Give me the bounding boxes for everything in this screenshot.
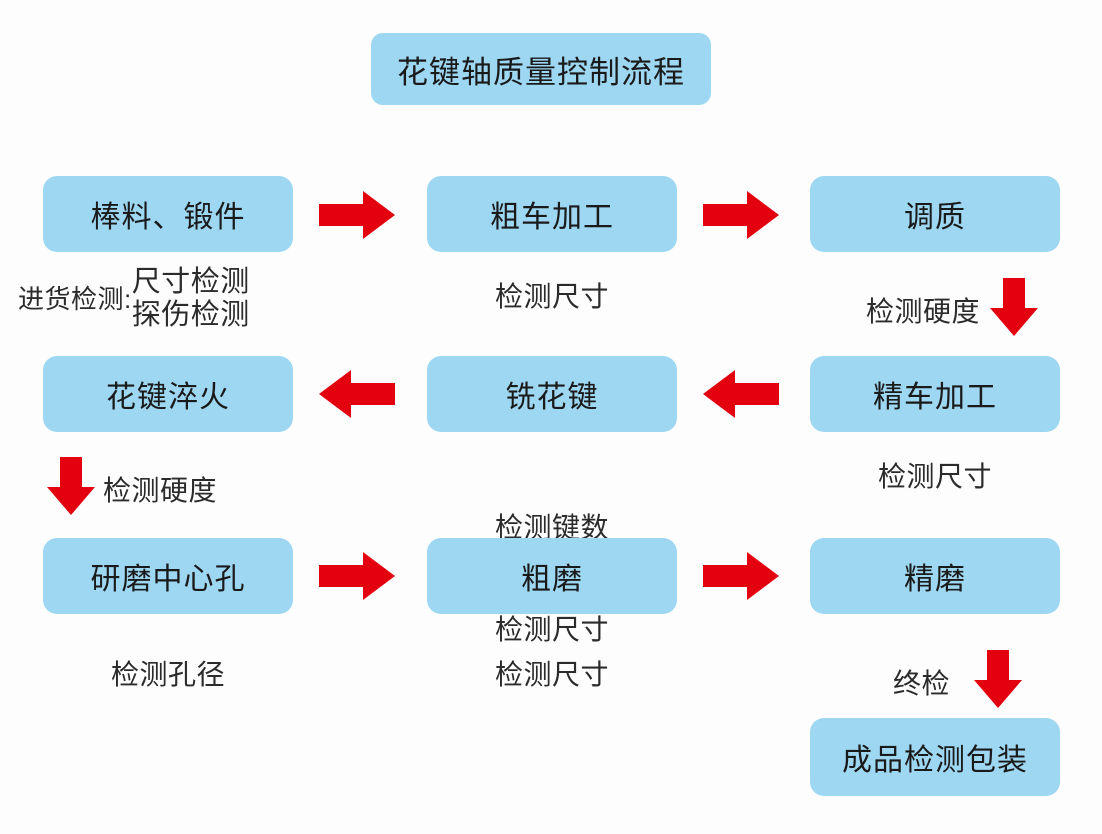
node-grind-center-hole-label: 研磨中心孔 — [90, 563, 246, 596]
caption-final-inspection: 终检 — [893, 667, 951, 699]
caption-incoming-inspection: 进货检测: 尺寸检测 探伤检测 — [18, 266, 250, 332]
node-final-pack-label: 成品检测包装 — [842, 744, 1028, 777]
caption-incoming-line-1: 尺寸检测 — [131, 266, 250, 298]
node-fine-grinding[interactable]: 精磨 — [810, 538, 1060, 614]
node-fine-turning[interactable]: 精车加工 — [810, 356, 1060, 432]
node-final-pack[interactable]: 成品检测包装 — [810, 718, 1060, 796]
caption-quench-temper-check-row: 检测硬度 — [866, 278, 1039, 341]
node-rough-turning-label: 粗车加工 — [490, 201, 614, 234]
arrow-right-icon-4 — [703, 552, 779, 600]
caption-incoming-prefix: 进货检测: — [18, 284, 132, 314]
page-title: 花键轴质量控制流程 — [397, 54, 685, 90]
caption-mill-spline-check-line-1: 检测键数 — [494, 512, 609, 543]
caption-mill-spline-check-line-2: 检测尺寸 — [494, 614, 609, 645]
caption-grind-hole-check: 检测孔径 — [110, 659, 225, 690]
arrow-left-icon-1 — [319, 370, 395, 418]
node-mill-spline-label: 铣花键 — [505, 381, 599, 414]
node-fine-grinding-label: 精磨 — [904, 563, 966, 596]
caption-incoming-line-2: 探伤检测 — [131, 299, 250, 331]
caption-spline-quench-check: 检测硬度 — [103, 474, 218, 506]
node-raw-material-label: 棒料、锻件 — [90, 201, 246, 234]
arrow-down-icon-1 — [990, 278, 1039, 341]
node-quench-temper-label: 调质 — [904, 201, 966, 234]
diagram-title-box: 花键轴质量控制流程 — [371, 33, 711, 105]
arrow-left-icon-2 — [703, 370, 779, 418]
arrow-down-icon-3 — [974, 650, 1023, 713]
arrow-right-icon-3 — [319, 552, 395, 600]
caption-quench-temper-check: 检测硬度 — [866, 295, 981, 327]
node-rough-grinding-label: 粗磨 — [521, 563, 583, 596]
caption-spline-quench-check-row: 检测硬度 — [47, 457, 217, 520]
node-grind-center-hole[interactable]: 研磨中心孔 — [43, 538, 293, 614]
caption-rough-turning-check: 检测尺寸 — [494, 281, 609, 312]
node-spline-quench[interactable]: 花键淬火 — [43, 356, 293, 432]
caption-final-inspection-row: 终检 — [893, 650, 1023, 713]
caption-fine-turning-check: 检测尺寸 — [877, 461, 992, 492]
arrow-right-icon-1 — [319, 191, 395, 239]
node-raw-material[interactable]: 棒料、锻件 — [43, 176, 293, 252]
node-rough-turning[interactable]: 粗车加工 — [427, 176, 677, 252]
node-spline-quench-label: 花键淬火 — [106, 381, 230, 414]
arrow-right-icon-2 — [703, 191, 779, 239]
node-fine-turning-label: 精车加工 — [873, 381, 997, 414]
caption-mill-spline-check: 检测键数 检测尺寸 — [427, 443, 677, 715]
caption-rough-grinding-check: 检测尺寸 — [494, 659, 609, 690]
node-rough-grinding[interactable]: 粗磨 — [427, 538, 677, 614]
node-mill-spline[interactable]: 铣花键 — [427, 356, 677, 432]
arrow-down-icon-2 — [47, 457, 95, 520]
node-quench-temper[interactable]: 调质 — [810, 176, 1060, 252]
